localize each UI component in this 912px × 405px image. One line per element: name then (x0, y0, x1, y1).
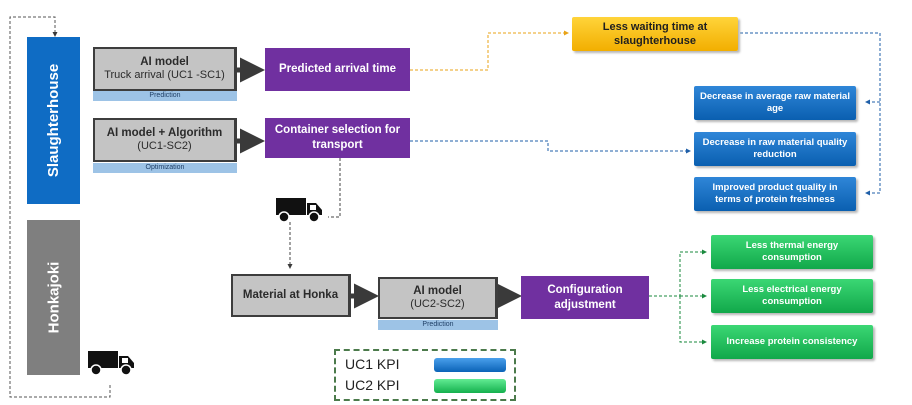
container-to-quality (410, 140, 691, 154)
kpi-raw-material-age: Decrease in average raw material age (694, 86, 856, 120)
config-to-protein (679, 296, 707, 345)
loop-connector (9, 16, 111, 398)
model-uc1-sc2: AI model + Algorithm (UC1-SC2) (93, 118, 237, 162)
model-uc1-sc2-tag: Optimization (93, 163, 237, 173)
kpi-thermal-energy: Less thermal energy consumption (711, 235, 873, 269)
slaughterhouse-section: Slaughterhouse (27, 37, 80, 204)
model-uc1-sc1: AI model Truck arrival (UC1 -SC1) (93, 47, 237, 91)
material-at-honka-box: Material at Honka (231, 274, 351, 317)
container-to-truck (328, 158, 341, 218)
predicted-to-waiting (410, 30, 569, 71)
model-uc1-sc1-tag: Prediction (93, 91, 237, 101)
slaughterhouse-label: Slaughterhouse (45, 63, 63, 178)
legend (334, 349, 516, 401)
kpi-electrical-energy: Less electrical energy consumption (711, 279, 873, 313)
waiting-bracket (740, 32, 881, 196)
kpi-less-waiting-time: Less waiting time at slaughterhouse (572, 17, 738, 51)
container-selection-box: Container selection for transport (265, 118, 410, 158)
model-uc1-sc2-title: AI model + Algorithm (106, 126, 223, 139)
kpi-quality-reduction: Decrease in raw material quality reducti… (694, 132, 856, 166)
honkajoki-label: Honkajoki (45, 261, 62, 334)
model-uc1-sc2-subtitle: (UC1-SC2) (137, 140, 192, 153)
legend-uc1-swatch (434, 358, 506, 372)
predicted-arrival-box: Predicted arrival time (265, 48, 410, 91)
kpi-protein-consistency: Increase protein consistency (711, 325, 873, 359)
legend-uc2-swatch (434, 379, 506, 393)
legend-uc2-label: UC2 KPI (345, 377, 400, 393)
kpi-protein-freshness: Improved product quality in terms of pro… (694, 177, 856, 211)
model-uc1-sc1-title: AI model (140, 55, 189, 68)
truck-icon (88, 351, 134, 376)
config-to-green (649, 249, 707, 297)
legend-uc1-label: UC1 KPI (345, 356, 400, 372)
model-uc2-sc2: AI model (UC2-SC2) (378, 277, 498, 319)
honkajoki-section: Honkajoki (27, 220, 80, 375)
model-uc1-sc1-subtitle: Truck arrival (UC1 -SC1) (104, 69, 225, 82)
model-uc2-sc2-subtitle: (UC2-SC2) (410, 298, 465, 311)
configuration-adjustment-box: Configuration adjustment (521, 276, 649, 319)
material-label: Material at Honka (242, 289, 339, 302)
truck-icon (276, 198, 322, 223)
model-uc2-sc2-title: AI model (413, 284, 462, 297)
model-uc2-sc2-tag: Prediction (378, 320, 498, 330)
